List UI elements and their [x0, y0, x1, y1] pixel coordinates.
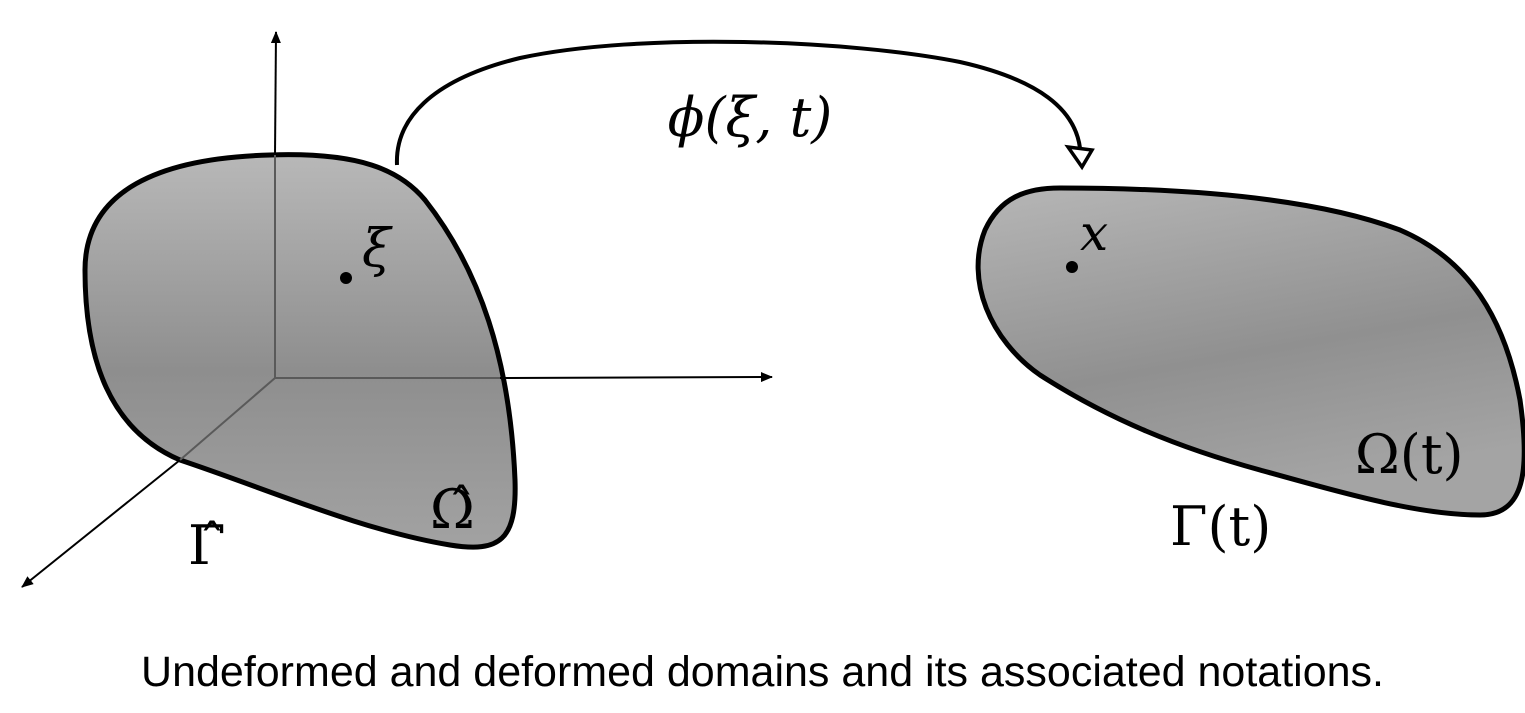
mapping-arrowhead — [1064, 144, 1095, 171]
depth-axis — [21, 459, 181, 588]
deformed-point-dot — [1066, 261, 1078, 273]
gamma-t-label: Γ(t) — [1170, 495, 1271, 558]
deformed-domain — [975, 185, 1525, 518]
mapping-arrow — [394, 39, 1082, 166]
figure-caption: Undeformed and deformed domains and its … — [141, 648, 1384, 696]
omega-hat-label: Ω̂ — [430, 478, 475, 541]
axes-inner-segments — [179, 155, 500, 461]
omega-t-label: Ω(t) — [1355, 423, 1464, 486]
xi-label: ξ — [362, 219, 393, 279]
reference-point-dot — [340, 272, 352, 284]
horizontal-axis — [499, 372, 773, 383]
coordinate-axes — [21, 31, 773, 588]
x-label: x — [1080, 204, 1108, 262]
gamma-hat-label: Γ̂ — [188, 514, 225, 577]
vertical-axis — [270, 31, 281, 156]
map-label: ϕ(ξ, t) — [668, 86, 833, 149]
